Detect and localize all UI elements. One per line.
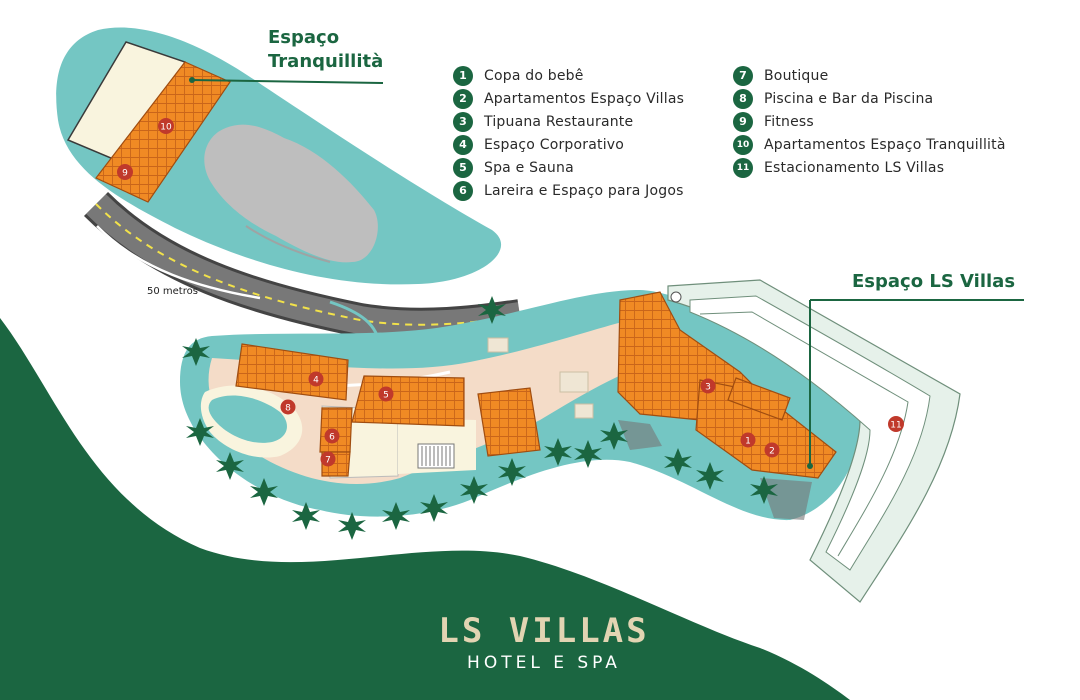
- svg-text:1: 1: [745, 437, 751, 447]
- svg-text:7: 7: [325, 456, 331, 466]
- legend-number: 5: [453, 158, 473, 178]
- building-restaurant-annex: [477, 387, 541, 457]
- marker-3: 3: [700, 378, 716, 394]
- legend-label: Fitness: [764, 114, 814, 130]
- marker-1: 1: [740, 432, 756, 448]
- pool: [208, 395, 287, 443]
- marker-9: [117, 164, 133, 180]
- heading-tranquillita-line1: Espaço: [268, 27, 340, 48]
- legend-item: 2 Apartamentos Espaço Villas: [453, 88, 721, 111]
- scale-label: 50 metros: [147, 286, 198, 297]
- building-shadow: [618, 420, 662, 450]
- legend-item: 6 Lareira e Espaço para Jogos: [453, 180, 721, 203]
- svg-text:2: 2: [769, 447, 775, 457]
- legend-item: 8 Piscina e Bar da Piscina: [733, 88, 1053, 111]
- marker-6: 6: [324, 428, 340, 444]
- legend-number: 10: [733, 135, 753, 155]
- tranquillita-callout: [191, 79, 384, 84]
- legend-label: Tipuana Restaurante: [484, 114, 634, 130]
- legend-number: 8: [733, 89, 753, 109]
- legend-number: 1: [453, 66, 473, 86]
- brand-logo-name: LS VILLAS: [438, 611, 650, 651]
- svg-text:11: 11: [890, 421, 901, 431]
- marker-8: 8: [280, 399, 296, 415]
- legend-label: Boutique: [764, 68, 829, 84]
- svg-text:8: 8: [285, 404, 291, 414]
- legend-number: 11: [733, 158, 753, 178]
- road-centerline: [95, 203, 521, 326]
- marker-2: 2: [764, 442, 780, 458]
- parking-lot-lane: [699, 311, 909, 557]
- parking-lines: [417, 443, 455, 469]
- heading-espaco-tranquillita: Espaço Tranquillità: [268, 26, 383, 74]
- building-4: [235, 343, 349, 401]
- legend-label: Piscina e Bar da Piscina: [764, 91, 934, 107]
- legend-item: 11 Estacionamento LS Villas: [733, 157, 1053, 180]
- svg-text:10: 10: [160, 123, 172, 133]
- legend-item: 4 Espaço Corporativo: [453, 134, 721, 157]
- legend-number: 4: [453, 135, 473, 155]
- palm-tree-icon: [182, 296, 778, 540]
- heading-tranquillita-line2: Tranquillità: [268, 51, 384, 72]
- pavilion-a: [559, 371, 589, 393]
- pavilion-b: [487, 337, 509, 353]
- marker-7: 7: [320, 451, 336, 467]
- svg-text:5: 5: [383, 391, 389, 401]
- svg-text:4: 4: [313, 376, 319, 386]
- legend-label: Estacionamento LS Villas: [764, 160, 945, 176]
- legend-column-right: 7 Boutique 8 Piscina e Bar da Piscina 9 Fit…: [733, 65, 1053, 180]
- legend-label: Lareira e Espaço para Jogos: [484, 183, 684, 199]
- building-5: [351, 375, 465, 427]
- building-villas-east: [727, 377, 791, 421]
- legend-item: 3 Tipuana Restaurante: [453, 111, 721, 134]
- legend-number: 3: [453, 112, 473, 132]
- legend-label: Copa do bebê: [484, 68, 584, 84]
- svg-text:9: 9: [122, 169, 128, 179]
- legend-label: Apartamentos Espaço Tranquillità: [764, 137, 1006, 153]
- legend-item: 1 Copa do bebê: [453, 65, 721, 88]
- marker-10: [158, 118, 174, 134]
- legend-item: 10 Apartamentos Espaço Tranquillità: [733, 134, 1053, 157]
- lake-shore: [245, 225, 331, 263]
- svg-text:3: 3: [705, 383, 711, 393]
- marker-5: 5: [378, 386, 394, 402]
- building-shadow-east: [760, 478, 812, 520]
- legend-number: 9: [733, 112, 753, 132]
- legend-number: 6: [453, 181, 473, 201]
- marker-11: 11: [888, 416, 904, 432]
- legend-label: Espaço Corporativo: [484, 137, 625, 153]
- legend-label: Apartamentos Espaço Villas: [484, 91, 685, 107]
- legend-number: 2: [453, 89, 473, 109]
- legend-item: 7 Boutique: [733, 65, 1053, 88]
- marker-4: 4: [308, 371, 324, 387]
- roundabout: [670, 291, 682, 303]
- legend-label: Spa e Sauna: [484, 160, 574, 176]
- svg-text:6: 6: [329, 433, 335, 443]
- legend-column-left: 1 Copa do bebê 2 Apartamentos Espaço Villa…: [453, 65, 721, 203]
- heading-espaco-ls-villas: Espaço LS Villas: [852, 271, 1016, 292]
- brand-tagline: HOTEL E SPA: [467, 653, 621, 673]
- legend-number: 7: [733, 66, 753, 86]
- legend-item: 9 Fitness: [733, 111, 1053, 134]
- scale-bar: [96, 225, 261, 300]
- lake: [204, 124, 378, 263]
- forest-area: [0, 318, 850, 700]
- legend-item: 5 Spa e Sauna: [453, 157, 721, 180]
- pavilion-c: [574, 403, 594, 419]
